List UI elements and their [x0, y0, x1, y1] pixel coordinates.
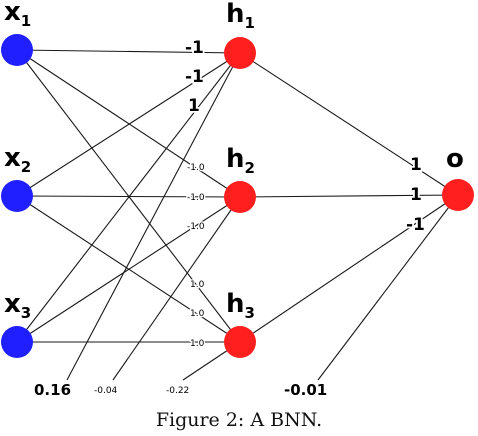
- edges-hidden-output: [239, 52, 459, 343]
- bias-h1: 0.16: [34, 381, 71, 399]
- weight-x2-h2: -1.0: [187, 193, 205, 203]
- node-x2: [1, 180, 33, 212]
- edge-x2-h2: [16, 195, 241, 198]
- weight-x1-h3: 1.0: [190, 280, 205, 290]
- bias-h3: -0.22: [166, 386, 189, 396]
- edge-x1-h1: [16, 49, 241, 54]
- weight-x1-h1: -1: [185, 38, 204, 58]
- node-h1: [224, 37, 256, 69]
- edges-bias: [66, 52, 459, 381]
- label-x3: x3: [4, 289, 31, 322]
- node-x3: [1, 326, 33, 358]
- weight-x2-h3: 1.0: [190, 309, 205, 319]
- edge-x2-h1: [16, 52, 241, 197]
- node-h2: [224, 181, 256, 213]
- bias-o: -0.01: [284, 381, 327, 399]
- node-o: [442, 179, 474, 211]
- edge-x3-h2: [16, 196, 241, 343]
- label-x1: x1: [4, 0, 31, 30]
- edge-bias-h2: [112, 196, 241, 381]
- weight-x3-h1: 1: [188, 96, 200, 116]
- edge-h3-o: [239, 194, 459, 343]
- weight-h3-o: -1: [406, 215, 425, 235]
- edges-input-hidden: [16, 49, 241, 343]
- weight-x1-h2: -1.0: [187, 163, 205, 173]
- node-h3: [224, 326, 256, 358]
- label-x2: x2: [4, 143, 31, 176]
- edge-h2-o: [239, 194, 459, 198]
- label-o: o: [446, 144, 464, 174]
- edge-x3-h1: [16, 52, 241, 343]
- edge-bias-o: [317, 194, 459, 381]
- weight-x3-h3: 1.0: [190, 339, 205, 349]
- node-x1: [1, 34, 33, 66]
- bias-h2: -0.04: [94, 386, 118, 396]
- weight-x2-h1: -1: [185, 67, 204, 87]
- figure-caption: Figure 2: A BNN.: [155, 409, 323, 431]
- edge-bias-h1: [66, 52, 241, 381]
- label-h2: h2: [226, 144, 255, 177]
- edge-x1-h2: [16, 49, 241, 198]
- edge-h1-o: [239, 52, 459, 196]
- label-h1: h1: [226, 0, 255, 32]
- weight-h2-o: 1: [410, 185, 422, 205]
- label-h3: h3: [226, 289, 255, 322]
- weight-x3-h2: -1.0: [187, 222, 205, 232]
- weight-h1-o: 1: [410, 155, 422, 175]
